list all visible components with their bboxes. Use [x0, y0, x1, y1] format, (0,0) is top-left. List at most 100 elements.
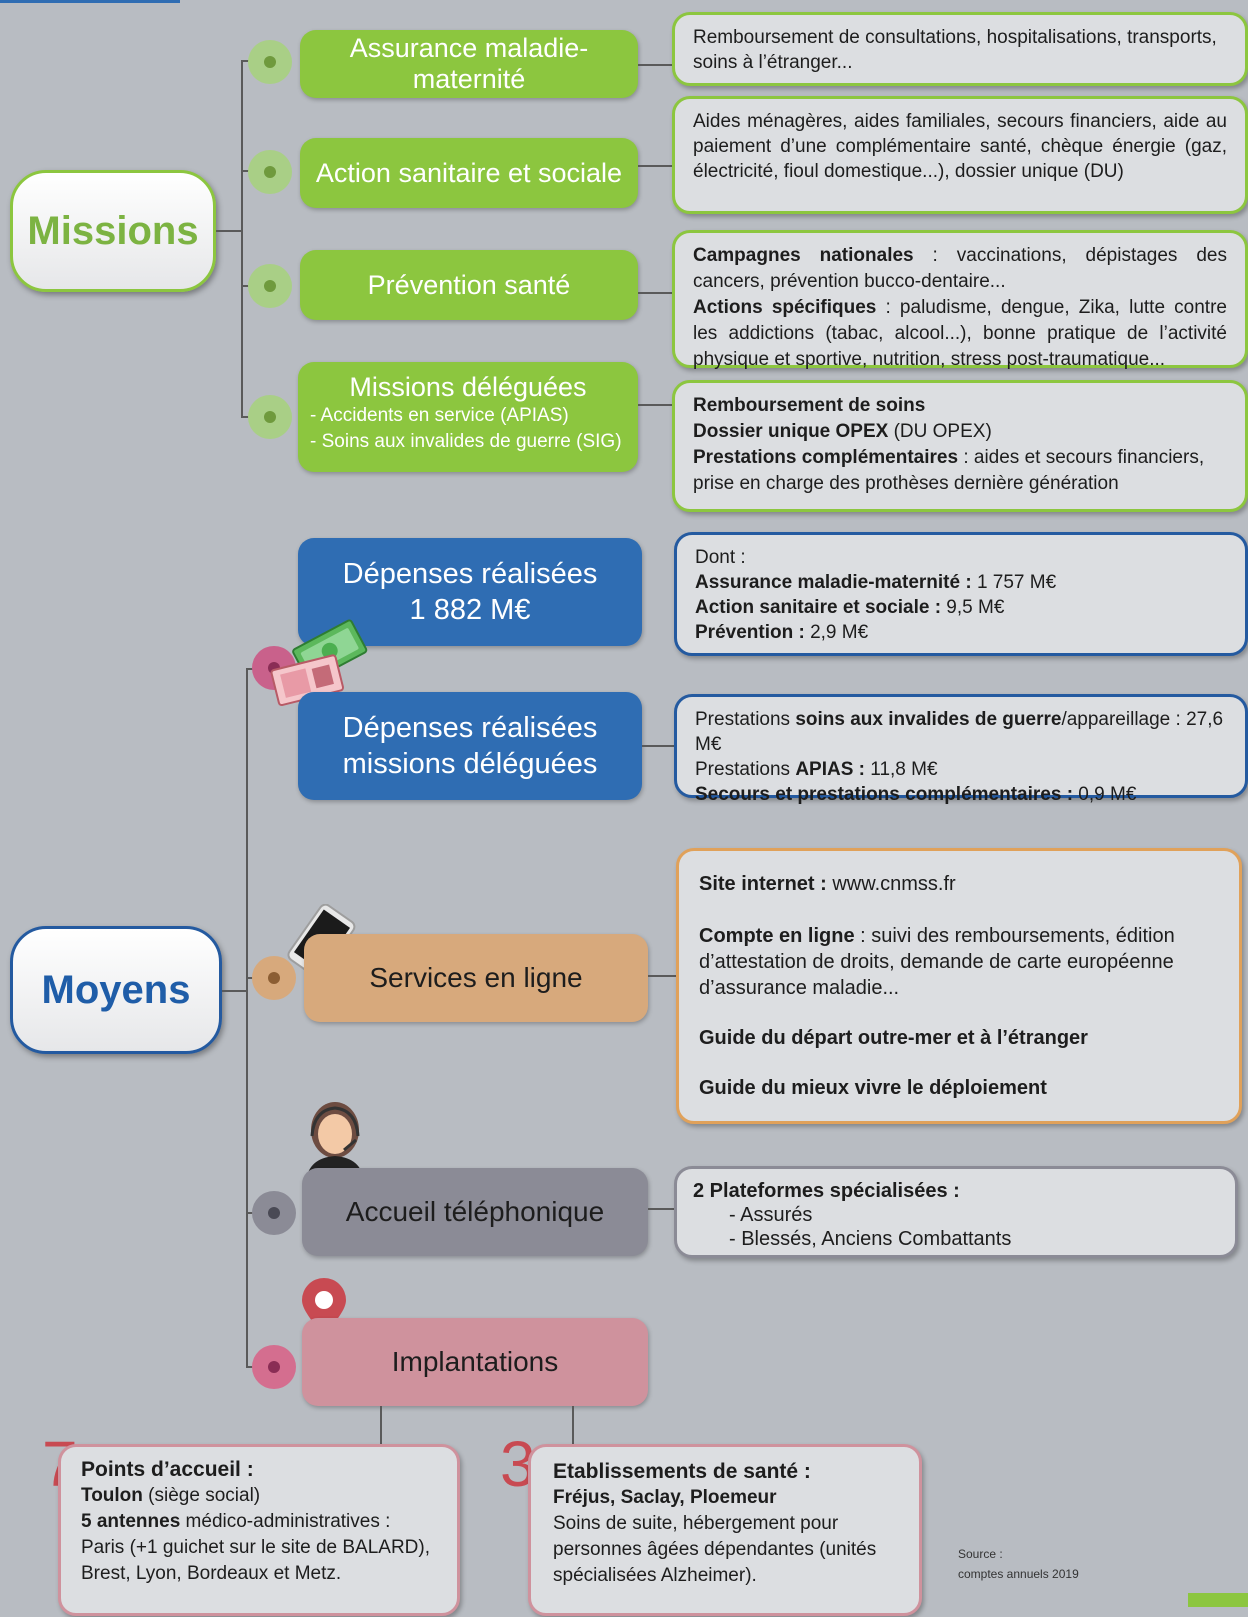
- missions-title: Missions: [27, 208, 199, 253]
- node-sub-item: - Accidents en service (APIAS): [310, 405, 569, 426]
- detail-bold: APIAS :: [795, 759, 866, 780]
- detail-line: Toulon (siège social): [81, 1483, 437, 1509]
- detail-text: Soins de suite, hébergement pour personn…: [553, 1513, 877, 1586]
- detail-text: : vaccinations, dépistages des cancers, …: [693, 245, 1227, 292]
- moyens-title: Moyens: [41, 967, 191, 1012]
- detail-value: 2,9 M€: [804, 622, 869, 643]
- node-implantations: Implantations: [302, 1318, 648, 1406]
- detail-bold: Fréjus, Saclay, Ploemeur: [553, 1487, 777, 1508]
- detail-line: Site internet : www.cnmss.fr: [699, 871, 1219, 897]
- node-label: Assurance maladie-maternité: [349, 33, 589, 94]
- detail-bold: 5 antennes: [81, 1511, 181, 1532]
- connector: [642, 745, 674, 747]
- detail-line: Dossier unique OPEX (DU OPEX): [693, 419, 1227, 445]
- detail-bold: Action sanitaire et sociale :: [695, 597, 942, 618]
- moyens-connector: [246, 668, 248, 1368]
- detail-line: Prestations soins aux invalides de guerr…: [695, 707, 1227, 757]
- node-label-amount: 1 882 M€: [409, 594, 531, 626]
- detail-text: médico-administratives :: [180, 1511, 391, 1532]
- detail-value: 1 757 M€: [971, 572, 1057, 593]
- detail-bold: Prévention :: [695, 622, 805, 643]
- detail-points-accueil: Points d’accueil : Toulon (siège social)…: [58, 1444, 460, 1616]
- branch-dot: [252, 1345, 296, 1389]
- detail-line: Remboursement de soins: [693, 393, 1227, 419]
- detail-bold: Dossier unique OPEX: [693, 421, 889, 442]
- detail-text: Remboursement de consultations, hospital…: [693, 27, 1217, 73]
- list-item: - Blessés, Anciens Combattants: [729, 1228, 1012, 1250]
- detail-line: Action sanitaire et sociale : 9,5 M€: [695, 595, 1227, 620]
- detail-bold: Compte en ligne: [699, 925, 855, 947]
- node-sub-item: - Soins aux invalides de guerre (SIG): [310, 431, 622, 452]
- node-assurance-maladie: Assurance maladie-maternité: [300, 30, 638, 98]
- missions-connector: [241, 60, 243, 418]
- node-services-en-ligne: Services en ligne: [304, 934, 648, 1022]
- detail-line: Secours et prestations complémentaires :…: [695, 782, 1227, 807]
- node-depenses-deleguees: Dépenses réalisées missions déléguées: [298, 692, 642, 800]
- node-label: Dépenses réalisées: [342, 558, 598, 590]
- detail-services-en-ligne: Site internet : www.cnmss.fr Compte en l…: [676, 848, 1242, 1124]
- detail-line: Compte en ligne : suivi des remboursemen…: [699, 923, 1219, 1001]
- detail-assurance-maladie: Remboursement de consultations, hospital…: [672, 12, 1248, 86]
- node-accueil-telephonique: Accueil téléphonique: [302, 1168, 648, 1256]
- location-pin-icon: [298, 1276, 350, 1340]
- detail-text: Aides ménagères, aides familiales, secou…: [693, 111, 1227, 182]
- corner-accent: [1188, 1593, 1248, 1607]
- detail-text: : aides et secours financiers, prise en …: [693, 447, 1205, 494]
- detail-bold: Remboursement de soins: [693, 395, 926, 416]
- detail-value: 11,8 M€: [865, 759, 938, 780]
- list-item: - Assurés: [729, 1204, 813, 1226]
- missions-root: Missions: [10, 170, 216, 292]
- detail-bold: Prestations complémentaires: [693, 447, 959, 468]
- connector: [380, 1406, 382, 1444]
- connector: [638, 404, 672, 406]
- node-action-sanitaire: Action sanitaire et sociale: [300, 138, 638, 208]
- branch-dot: [248, 40, 292, 84]
- detail-value: 9,5 M€: [941, 597, 1005, 618]
- node-missions-deleguees: Missions déléguées - Accidents en servic…: [298, 362, 638, 472]
- source-note: Source : comptes annuels 2019: [958, 1544, 1079, 1584]
- detail-accueil-telephonique: 2 Plateformes spécialisées : - Assurés -…: [674, 1166, 1238, 1258]
- detail-depenses-deleguees: Prestations soins aux invalides de guerr…: [674, 694, 1248, 805]
- connector: [638, 165, 672, 167]
- detail-text: (siège social): [142, 1485, 261, 1506]
- node-label: Prévention santé: [367, 269, 571, 300]
- detail-etablissements: Etablissements de santé : Fréjus, Saclay…: [528, 1444, 922, 1616]
- detail-value: 0,9 M€: [1073, 784, 1137, 805]
- detail-line: 5 antennes médico-administratives :: [81, 1509, 437, 1535]
- moyens-root-link: [222, 990, 246, 992]
- detail-action-sanitaire: Aides ménagères, aides familiales, secou…: [672, 96, 1248, 214]
- connector: [638, 64, 672, 66]
- detail-text: : suivi des remboursements, édition d’at…: [699, 925, 1175, 999]
- top-accent-line: [0, 0, 180, 3]
- guide-depart: Guide du départ outre-mer et à l’étrange…: [699, 1027, 1088, 1049]
- node-label: Dépenses réalisées: [342, 712, 598, 744]
- branch-dot: [248, 264, 292, 308]
- detail-text: Paris (+1 guichet sur le site de BALARD)…: [81, 1537, 431, 1584]
- branch-dot: [252, 1191, 296, 1235]
- connector: [572, 1406, 574, 1444]
- detail-depenses: Dont : Assurance maladie-maternité : 1 7…: [674, 532, 1248, 656]
- website-link[interactable]: www.cnmss.fr: [826, 873, 956, 895]
- detail-bold: Site internet :: [699, 873, 827, 895]
- node-label: Services en ligne: [369, 962, 583, 993]
- connector: [648, 975, 676, 977]
- detail-line: Prévention : 2,9 M€: [695, 620, 1227, 645]
- detail-title: 2 Plateformes spécialisées :: [693, 1180, 960, 1202]
- source-text: comptes annuels 2019: [958, 1567, 1079, 1581]
- detail-bold: Toulon: [81, 1485, 143, 1506]
- detail-text: : paludisme, dengue, Zika, lutte contre …: [693, 297, 1227, 370]
- detail-line: Actions spécifiques : paludisme, dengue,…: [693, 295, 1227, 373]
- node-prevention-sante: Prévention santé: [300, 250, 638, 320]
- detail-line: Prestations APIAS : 11,8 M€: [695, 757, 1227, 782]
- node-label: missions déléguées: [342, 748, 598, 780]
- branch-dot: [252, 956, 296, 1000]
- node-label: Implantations: [391, 1346, 559, 1377]
- node-label: Missions déléguées: [349, 372, 587, 402]
- detail-line: Assurance maladie-maternité : 1 757 M€: [695, 570, 1227, 595]
- detail-bold: Assurance maladie-maternité :: [695, 572, 972, 593]
- detail-title: Etablissements de santé :: [553, 1460, 811, 1483]
- detail-line: Campagnes nationales : vaccinations, dép…: [693, 243, 1227, 295]
- connector: [648, 1208, 676, 1210]
- detail-intro: Dont :: [695, 547, 746, 568]
- node-label: Accueil téléphonique: [345, 1196, 605, 1227]
